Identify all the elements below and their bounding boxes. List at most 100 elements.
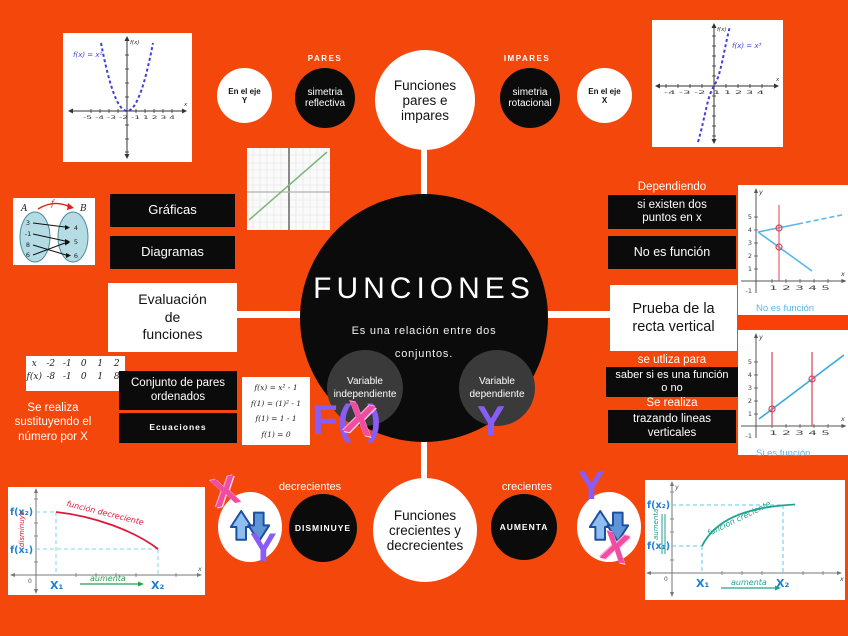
svg-text:y: y [758, 188, 763, 196]
svg-text:aumenta: aumenta [731, 578, 767, 587]
svg-text:0: 0 [664, 576, 668, 583]
impares-label: IMPARES [503, 54, 551, 63]
formula-line: f(x) = x² - 1 [254, 383, 298, 393]
svg-text:2: 2 [748, 252, 752, 260]
svg-text:disminuye: disminuye [18, 511, 26, 547]
cubic-y-axis-label: f(x) [717, 27, 726, 33]
svg-text:x: x [840, 415, 845, 423]
formula-line: f(1) = 0 [261, 429, 291, 439]
connector-bottom [421, 437, 427, 487]
connector-left [234, 311, 304, 318]
node-graficas: Gráficas [110, 194, 235, 227]
node-saber-si-es-funcion: saber si es una función o no [606, 367, 738, 397]
mapping-a-item: -1 [25, 230, 31, 238]
node-si-existen-dos-puntos: si existen dos puntos en x [608, 195, 736, 229]
decrecientes-label: decrecientes [278, 481, 342, 493]
mapping-set-a-label: A [20, 204, 28, 214]
svg-text:f(x₁): f(x₁) [647, 541, 670, 552]
se-utiliza-note: se utliza para [637, 354, 707, 366]
node-conjunto-pares: Conjunto de pares ordenados [119, 371, 237, 410]
y-symbol-left: Y [250, 526, 277, 570]
cubic-x-axis-label: x [775, 77, 780, 83]
mapping-set-b-label: B [79, 204, 87, 214]
panel-divider-stripe [738, 315, 848, 330]
cubic-label: f(x) = x³ [732, 42, 762, 50]
swap-icon-right-circle [577, 492, 641, 562]
parabola-graph: -5 -4 -3 -2 -1 1 2 3 4 f(x) = x² f(x) x [63, 33, 192, 162]
node-funciones-crecientes-decrecientes: Funciones crecientes y decrecientes [373, 478, 477, 582]
svg-text:3: 3 [748, 239, 752, 247]
si-es-funcion-graph: 5 4 3 2 1 -1 1 2 3 4 5 y x [741, 333, 847, 440]
mapping-b-item: 4 [74, 224, 78, 232]
svg-text:1 2 3 4 5: 1 2 3 4 5 [769, 284, 830, 292]
svg-text:f(x₂): f(x₂) [10, 507, 33, 518]
mapping-b-item: 5 [74, 238, 78, 246]
node-simetria-reflectiva: simetria reflectiva [295, 68, 355, 128]
connector-right [544, 311, 614, 318]
svg-text:X₂: X₂ [151, 579, 164, 592]
svg-text:1: 1 [748, 410, 752, 418]
fx-symbol: F( X ) [312, 392, 382, 447]
node-en-el-eje-y: En el eje Y [217, 68, 272, 123]
mapping-b-item: 6 [74, 252, 78, 260]
connector-top [421, 148, 427, 200]
increasing-function-graph: y x 0 función creciente f(x₂) f(x₁) X₁ X… [645, 480, 845, 600]
svg-text:0: 0 [28, 578, 32, 585]
parabola-label: f(x) = x² [73, 51, 103, 59]
se-realiza-note: Se realiza [646, 397, 698, 409]
swap-arrows-icon [588, 510, 630, 543]
decreasing-function-graph: 0 x función decreciente f(x₂) f(x₁) X₁ X… [8, 487, 205, 595]
si-es-funcion-caption: Si es función [756, 448, 811, 459]
node-simetria-rotacional: simetria rotacional [500, 68, 560, 128]
no-es-funcion-caption: No es función [756, 303, 815, 314]
svg-text:aumenta: aumenta [90, 574, 126, 583]
cubic-x-ticks: -4 -3 -2 -1 1 2 3 4 [664, 90, 764, 96]
svg-text:1: 1 [748, 265, 752, 273]
svg-text:-1: -1 [746, 287, 752, 295]
node-aumenta: AUMENTA [491, 494, 557, 560]
formula-line: f(1) = 1 - 1 [255, 414, 297, 424]
parabola-x-ticks: -5 -4 -3 -2 -1 1 2 3 4 [83, 115, 175, 121]
mapping-a-item: 6 [26, 251, 30, 259]
node-disminuye: DISMINUYE [289, 494, 357, 562]
central-title: FUNCIONES [313, 272, 535, 305]
linear-grid-graph [247, 148, 330, 230]
node-no-es-funcion: No es función [608, 236, 736, 269]
mapping-a-item: 8 [26, 241, 30, 249]
node-variable-independiente: Variable independiente [327, 350, 403, 426]
se-realiza-sustituyendo-note: Se realiza sustituyendo el número por X [14, 402, 92, 443]
svg-text:2: 2 [748, 397, 752, 405]
svg-text:-1: -1 [746, 432, 752, 440]
svg-text:5: 5 [748, 358, 752, 366]
node-ecuaciones: Ecuaciones [119, 413, 237, 443]
node-en-el-eje-x: En el eje X [577, 68, 632, 123]
node-prueba-recta-vertical: Prueba de la recta vertical [610, 285, 737, 351]
mapping-f-label: f [50, 199, 56, 208]
cubic-graph: -4 -3 -2 -1 1 2 3 4 f(x) = x³ f(x) x [652, 20, 783, 147]
svg-text:4: 4 [748, 226, 752, 234]
svg-text:y: y [674, 483, 679, 491]
svg-text:y: y [758, 333, 763, 341]
svg-text:1 2 3 4 5: 1 2 3 4 5 [769, 429, 830, 437]
y-symbol: Y [477, 397, 506, 444]
pares-label: PARES [307, 54, 343, 63]
parabola-x-axis-label: x [183, 102, 188, 108]
svg-text:X₁: X₁ [696, 577, 709, 590]
svg-text:f(x₂): f(x₂) [647, 500, 670, 511]
mapping-a-item: 3 [26, 219, 30, 227]
svg-text:X₁: X₁ [50, 579, 63, 592]
node-evaluacion-de-funciones: Evaluación de funciones [108, 283, 237, 352]
svg-text:4: 4 [748, 371, 752, 379]
svg-text:x: x [839, 575, 844, 583]
svg-text:5: 5 [748, 213, 752, 221]
no-es-funcion-graph: 5 4 3 2 1 -1 1 2 3 4 5 y x [741, 188, 847, 295]
formula-line: f(1) = (1)² - 1 [250, 398, 302, 408]
svg-text:3: 3 [748, 384, 752, 392]
node-variable-dependiente: Variable dependiente [459, 350, 535, 426]
swap-icon-left-circle [218, 492, 282, 562]
central-subtitle: Es una relación entre dos conjuntos. [351, 325, 497, 361]
svg-text:aumenta: aumenta [652, 509, 660, 540]
